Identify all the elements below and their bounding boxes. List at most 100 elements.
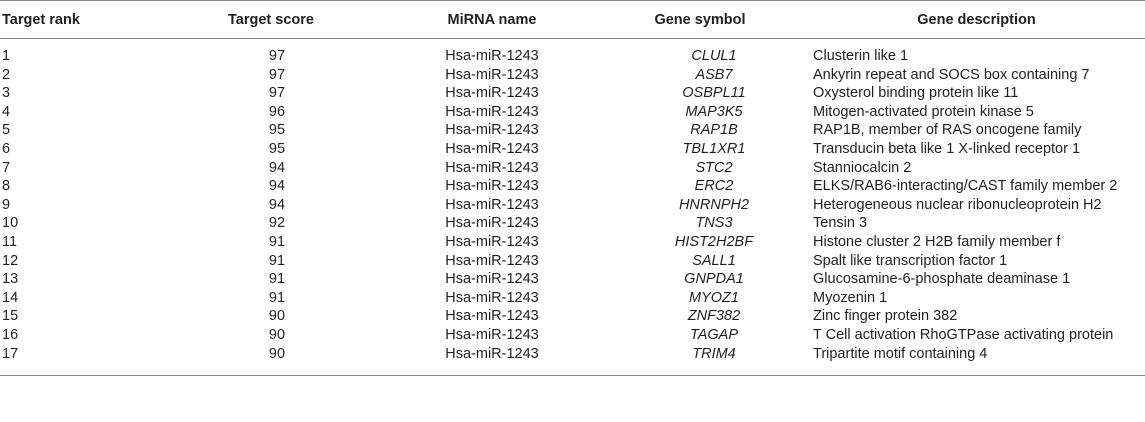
table-row: 6 95 Hsa-miR-1243 TBL1XR1 Transducin beta li… xyxy=(0,140,1145,159)
cell-gene-description: Myozenin 1 xyxy=(813,289,888,306)
cell-target-score: 95 xyxy=(268,140,286,157)
cell-gene-description: Tripartite motif containing 4 xyxy=(808,344,1145,377)
cell-gene-symbol: MAP3K5 xyxy=(685,103,743,120)
cell-target-rank: 16 xyxy=(2,326,19,343)
cell-mirna-name: Hsa-miR-1243 xyxy=(445,233,539,250)
header-gene-symbol: Gene symbol xyxy=(592,0,808,39)
cell-gene-symbol: STC2 xyxy=(695,159,733,176)
cell-gene-description: Transducin beta like 1 X-linked receptor… xyxy=(813,140,1081,157)
cell-target-rank: 4 xyxy=(2,103,11,120)
cell-target-rank: 13 xyxy=(2,271,19,288)
cell-gene-symbol: MYOZ1 xyxy=(689,289,739,306)
cell-mirna-name: Hsa-miR-1243 xyxy=(445,252,539,269)
cell-mirna-name: Hsa-miR-1243 xyxy=(445,66,539,83)
cell-mirna-name: Hsa-miR-1243 xyxy=(392,344,592,377)
cell-target-rank: 1 xyxy=(2,48,11,64)
cell-target-rank: 5 xyxy=(2,122,11,139)
cell-target-score: 90 xyxy=(268,308,286,325)
cell-gene-symbol: ZNF382 xyxy=(687,308,741,325)
table-row: 12 91 Hsa-miR-1243 SALL1 Spalt like transcri… xyxy=(0,252,1145,271)
cell-mirna-name: Hsa-miR-1243 xyxy=(445,215,539,232)
cell-target-score: 91 xyxy=(268,252,286,269)
target-gene-table: Target rank Target score MiRNA name Gene… xyxy=(0,0,1145,377)
cell-target-rank: 15 xyxy=(2,308,19,325)
table-row: 4 96 Hsa-miR-1243 MAP3K5 Mitogen-activated p… xyxy=(0,103,1145,122)
cell-target-score: 97 xyxy=(268,48,286,64)
cell-gene-symbol: TBL1XR1 xyxy=(682,140,746,157)
cell-gene-symbol: HIST2H2BF xyxy=(674,233,754,250)
cell-mirna-name: Hsa-miR-1243 xyxy=(445,326,539,343)
cell-gene-symbol: GNPDA1 xyxy=(684,271,744,288)
cell-target-score: 91 xyxy=(268,271,286,288)
cell-target-rank: 10 xyxy=(2,215,19,232)
cell-gene-symbol: RAP1B xyxy=(690,122,738,139)
cell-gene-symbol: TAGAP xyxy=(689,326,739,343)
cell-gene-symbol: ASB7 xyxy=(695,66,733,83)
cell-target-rank: 6 xyxy=(2,140,11,157)
cell-gene-symbol: OSBPL11 xyxy=(682,85,746,102)
header-mirna-name: MiRNA name xyxy=(392,0,592,39)
cell-target-rank: 17 xyxy=(0,344,150,377)
header-target-rank: Target rank xyxy=(0,0,150,39)
cell-target-score: 95 xyxy=(268,122,286,139)
cell-gene-description: Spalt like transcription factor 1 xyxy=(813,252,1008,269)
cell-gene-symbol: ERC2 xyxy=(694,178,734,195)
cell-mirna-name: Hsa-miR-1243 xyxy=(445,140,539,157)
cell-target-score: 91 xyxy=(268,289,286,306)
cell-gene-description: Clusterin like 1 xyxy=(813,48,909,64)
table-row: 8 94 Hsa-miR-1243 ERC2 ELKS/RAB6-interacting… xyxy=(0,177,1145,196)
cell-target-rank: 12 xyxy=(2,252,19,269)
cell-target-score: 90 xyxy=(268,326,286,343)
cell-mirna-name: Hsa-miR-1243 xyxy=(445,85,539,102)
cell-gene-symbol: HNRNPH2 xyxy=(678,196,750,213)
cell-gene-description: Histone cluster 2 H2B family member f xyxy=(813,233,1061,250)
cell-mirna-name: Hsa-miR-1243 xyxy=(445,289,539,306)
cell-target-score: 96 xyxy=(268,103,286,120)
cell-mirna-name: Hsa-miR-1243 xyxy=(445,103,539,120)
cell-target-rank: 3 xyxy=(2,85,11,102)
cell-target-rank: 14 xyxy=(2,289,19,306)
cell-target-score: 97 xyxy=(268,85,286,102)
table-row: 16 90 Hsa-miR-1243 TAGAP T Cell activation R… xyxy=(0,326,1145,345)
cell-gene-symbol: SALL1 xyxy=(692,252,736,269)
header-gene-description: Gene description xyxy=(808,0,1145,39)
cell-gene-symbol: TRIM4 xyxy=(592,344,808,377)
cell-mirna-name: Hsa-miR-1243 xyxy=(445,178,539,195)
cell-target-rank: 7 xyxy=(2,159,11,176)
cell-mirna-name: Hsa-miR-1243 xyxy=(445,159,539,176)
cell-gene-description: RAP1B, member of RAS oncogene family xyxy=(813,122,1082,139)
cell-target-rank: 8 xyxy=(2,178,11,195)
cell-gene-description: ELKS/RAB6-interacting/CAST family member… xyxy=(813,178,1118,195)
cell-gene-description: Tensin 3 xyxy=(813,215,868,232)
cell-gene-description: T Cell activation RhoGTPase activating p… xyxy=(813,326,1114,343)
table-row: 14 91 Hsa-miR-1243 MYOZ1 Myozenin 1 xyxy=(0,289,1145,308)
cell-target-score: 90 xyxy=(150,344,392,377)
cell-gene-description: Mitogen-activated protein kinase 5 xyxy=(813,103,1034,120)
table-row: 13 91 Hsa-miR-1243 GNPDA1 Glucosamine-6-phos… xyxy=(0,270,1145,289)
cell-mirna-name: Hsa-miR-1243 xyxy=(445,48,539,64)
cell-target-score: 94 xyxy=(268,178,286,195)
cell-gene-symbol: CLUL1 xyxy=(691,48,737,64)
cell-gene-description: Stanniocalcin 2 xyxy=(813,159,912,176)
table-header: Target rank Target score MiRNA name Gene… xyxy=(0,0,1145,39)
table-row: 1 97 Hsa-miR-1243 CLUL1 Clusterin like 1 xyxy=(0,39,1145,66)
table-row: 15 90 Hsa-miR-1243 ZNF382 Zinc finger protei… xyxy=(0,307,1145,326)
cell-target-score: 91 xyxy=(268,233,286,250)
cell-mirna-name: Hsa-miR-1243 xyxy=(445,271,539,288)
cell-gene-description: Zinc finger protein 382 xyxy=(813,308,958,325)
cell-gene-description: Ankyrin repeat and SOCS box containing 7 xyxy=(813,66,1090,83)
cell-target-score: 92 xyxy=(268,215,286,232)
cell-gene-description: Glucosamine-6-phosphate deaminase 1 xyxy=(813,271,1071,288)
cell-mirna-name: Hsa-miR-1243 xyxy=(445,308,539,325)
cell-target-rank: 2 xyxy=(2,66,11,83)
cell-target-score: 94 xyxy=(268,196,286,213)
